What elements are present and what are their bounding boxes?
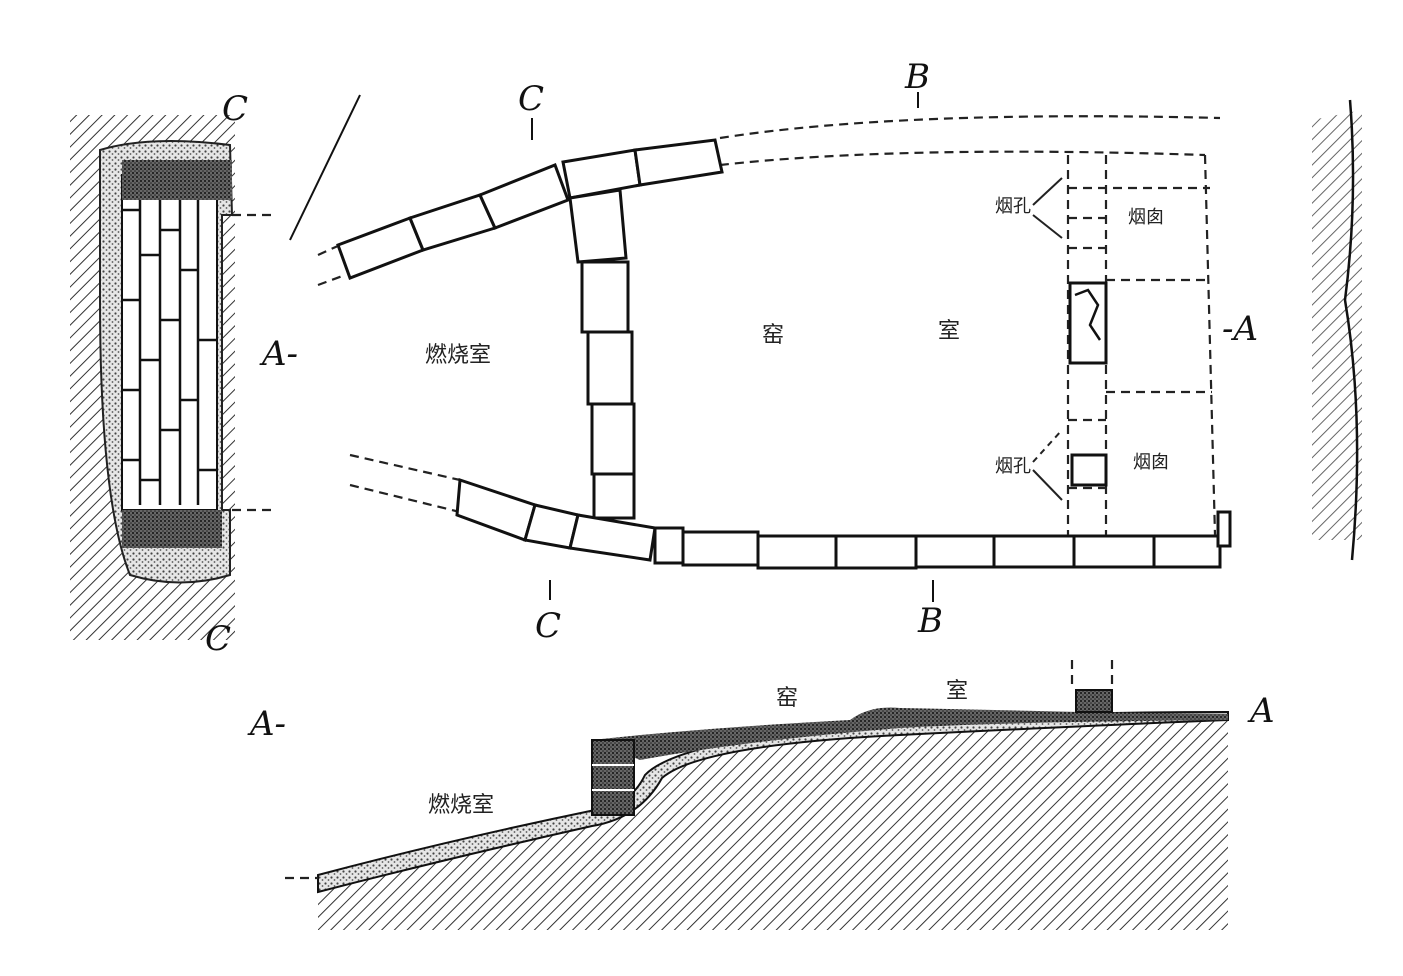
label-c-top-left: C — [222, 89, 248, 129]
bottom-wall — [349, 453, 1232, 570]
outline-top-inner — [719, 150, 1206, 167]
top-left-wall — [336, 138, 724, 280]
label-c-bottom: C — [535, 606, 561, 646]
label-profile-kiln-right: 室 — [946, 679, 968, 704]
firebox-wall — [568, 188, 636, 520]
brick-courses-c — [122, 180, 217, 505]
outline-bottom-ext2 — [349, 483, 461, 514]
section-b-edge — [1312, 99, 1362, 561]
label-profile-a-right: A — [1247, 691, 1275, 731]
flue-bricks — [1068, 281, 1108, 487]
label-combustion-chamber: 燃烧室 — [425, 343, 491, 368]
brick-cap-top-c — [122, 160, 232, 200]
label-kiln-right: 室 — [938, 319, 960, 344]
leader-line — [289, 94, 361, 241]
label-c-bottom-left: C — [205, 619, 231, 659]
label-profile-combustion: 燃烧室 — [428, 793, 494, 818]
label-a-right: -A — [1222, 309, 1258, 349]
label-flue-hole-top: 烟孔 — [995, 196, 1031, 217]
profile-firebox-wall — [591, 739, 635, 816]
label-profile-a-left: A- — [247, 704, 286, 744]
label-chimney-top: 烟囱 — [1128, 207, 1164, 228]
plan-view: 燃烧室 窑 室 烟孔 烟孔 烟囱 烟囱 A- -A C C B B — [259, 57, 1258, 646]
section-c-c: C C — [70, 89, 272, 659]
outline-bottom-ext — [349, 453, 461, 482]
profile-crust — [592, 707, 1228, 760]
label-chimney-bottom: 烟囱 — [1133, 452, 1169, 473]
label-b-top: B — [904, 57, 930, 97]
edge-line-right — [1343, 99, 1359, 561]
label-c-top: C — [518, 79, 544, 119]
brick-cap-bottom-c — [122, 510, 222, 548]
outline-top-outer — [719, 115, 1221, 140]
profile-chimney — [1075, 689, 1113, 713]
label-a-left: A- — [259, 334, 298, 374]
label-b-bottom: B — [917, 601, 943, 641]
outline-topleft-ext — [317, 243, 341, 257]
profile-a-a: 燃烧室 窑 室 A- A — [247, 660, 1275, 930]
ground-hatch-right — [1312, 110, 1362, 540]
label-profile-kiln-left: 窑 — [776, 686, 798, 711]
outline-topleft-ext2 — [317, 273, 346, 287]
label-flue-hole-bottom: 烟孔 — [995, 456, 1031, 477]
flue-leaders — [1032, 177, 1063, 501]
label-kiln-left: 窑 — [762, 323, 784, 348]
profile-ground — [318, 718, 1228, 930]
